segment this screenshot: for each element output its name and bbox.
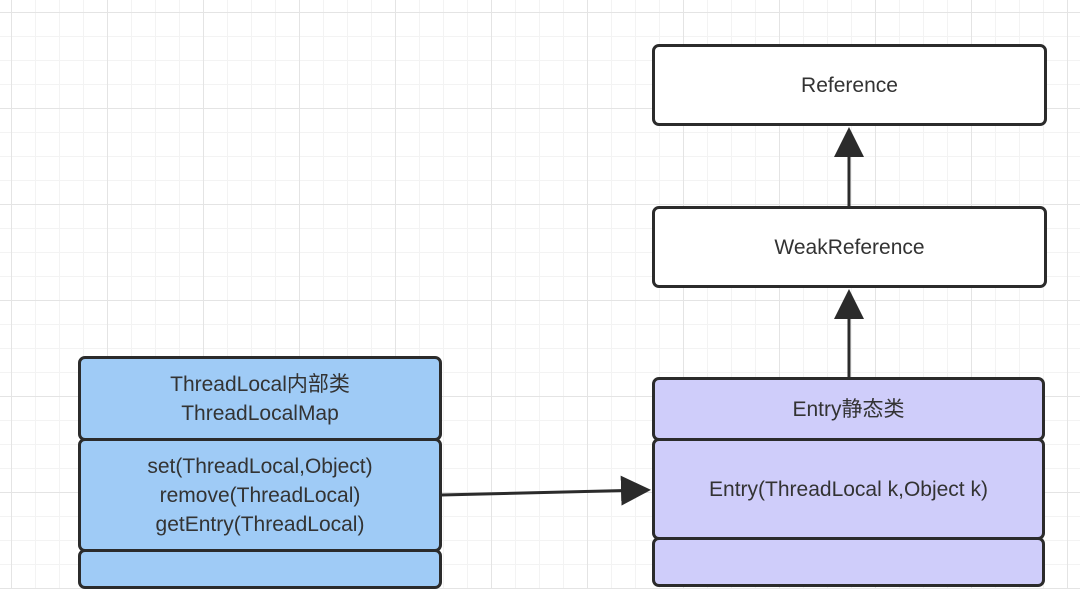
method-getentry: getEntry(ThreadLocal)	[155, 512, 365, 536]
threadlocalmap-header-node: ThreadLocal内部类 ThreadLocalMap	[78, 356, 442, 441]
entry-constructor-label: Entry(ThreadLocal k,Object k)	[709, 477, 988, 501]
entry-constructor-node: Entry(ThreadLocal k,Object k)	[652, 438, 1045, 540]
reference-label: Reference	[801, 73, 898, 97]
entry-fields-node	[652, 537, 1045, 587]
threadlocalmap-title-line-1: ThreadLocal内部类	[170, 372, 350, 396]
entry-title: Entry静态类	[792, 397, 905, 421]
arrow-threadlocalmap-to-entry	[440, 475, 651, 506]
reference-node: Reference	[652, 44, 1047, 126]
method-remove: remove(ThreadLocal)	[159, 483, 361, 507]
threadlocalmap-fields-node	[78, 549, 442, 589]
weakreference-label: WeakReference	[774, 235, 925, 259]
method-set: set(ThreadLocal,Object)	[147, 454, 373, 478]
entry-header-node: Entry静态类	[652, 377, 1045, 441]
threadlocalmap-title-line-2: ThreadLocalMap	[181, 401, 339, 425]
threadlocalmap-methods-node: set(ThreadLocal,Object) remove(ThreadLoc…	[78, 438, 442, 552]
weakreference-node: WeakReference	[652, 206, 1047, 288]
